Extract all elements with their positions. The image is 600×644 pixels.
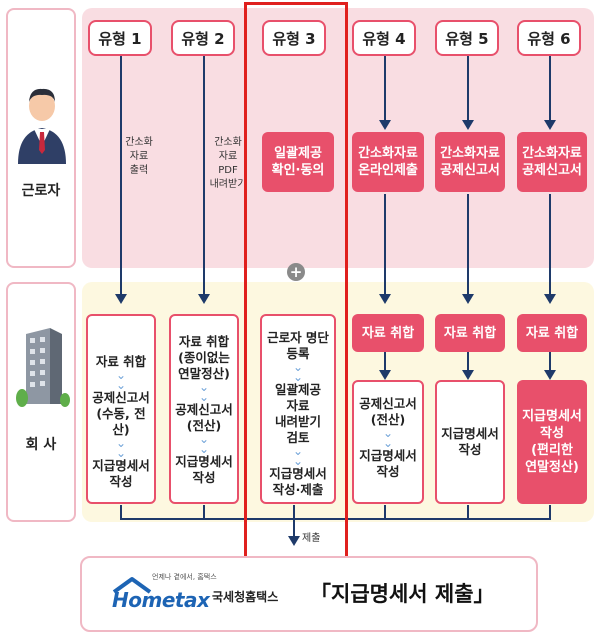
flow-line-5b <box>467 194 469 296</box>
type-pill-2: 유형 2 <box>171 20 235 56</box>
type-pill-6: 유형 6 <box>517 20 581 56</box>
type-pill-1: 유형 1 <box>88 20 152 56</box>
type-3-highlight-frame <box>244 2 348 568</box>
submit-line <box>293 505 295 537</box>
company-label: 회 사 <box>25 437 57 453</box>
step: 지급명세서 작성 <box>175 454 233 485</box>
chevron-down-icon: ⌄⌄ <box>115 436 127 460</box>
step: 자료 취합 (종이없는 연말정산) <box>178 334 230 381</box>
worker-card: 근로자 <box>6 8 76 268</box>
chevron-down-icon: ⌄⌄ <box>115 368 127 392</box>
company-card: 회 사 <box>6 282 76 522</box>
worker-box-type-5: 간소화자료 공제신고서 <box>435 132 505 192</box>
note-type-2: 간소화 자료 PDF 내려받기 <box>208 136 248 192</box>
worker-box-type-6: 간소화자료 공제신고서 <box>517 132 587 192</box>
step: 공제신고서 (전산) <box>359 396 417 427</box>
type-pill-3: 유형 3 <box>262 20 326 56</box>
chevron-down-icon: ⌄⌄ <box>382 426 394 450</box>
flow-line-6c <box>549 352 551 372</box>
worker-lane <box>82 8 594 268</box>
drop-4 <box>384 505 386 519</box>
drop-6 <box>549 505 551 519</box>
flow-line-6a <box>549 56 551 120</box>
company-collect-type-4: 자료 취합 <box>352 314 424 352</box>
building-icon <box>16 328 70 407</box>
step: 지급명세서 작성 <box>441 426 499 457</box>
step: 근로자 명단 등록 <box>267 330 329 361</box>
arrow-5b <box>462 294 474 304</box>
final-title: 「지급명세서 제출」 <box>310 582 495 606</box>
company-box-type-4: 공제신고서 (전산) ⌄⌄ 지급명세서 작성 <box>352 380 424 504</box>
worker-box-type-3: 일괄제공 확인·동의 <box>262 132 334 192</box>
drop-2 <box>203 505 205 519</box>
logo-tagline: 언제나 곁에서, 홈택스 <box>152 573 217 581</box>
step: 지급명세서 작성 <box>92 458 150 489</box>
arrow-4b <box>379 294 391 304</box>
logo-org: 국세청홈택스 <box>212 590 279 604</box>
flow-line-2 <box>203 56 205 296</box>
flow-line-4a <box>384 56 386 120</box>
step: 공제신고서 (수동, 전산) <box>92 390 150 437</box>
company-box-type-6: 지급명세서 작성 (편리한 연말정산) <box>517 380 587 504</box>
logo-brand: Hometax <box>112 588 210 612</box>
arrow-5c <box>462 370 474 380</box>
house-roof-icon <box>112 577 152 594</box>
arrow-6a <box>544 120 556 130</box>
company-box-type-2: 자료 취합 (종이없는 연말정산) ⌄⌄ 공제신고서 (전산) ⌄⌄ 지급명세서… <box>169 314 239 504</box>
worker-avatar-icon <box>18 88 66 164</box>
company-box-type-1: 자료 취합 ⌄⌄ 공제신고서 (수동, 전산) ⌄⌄ 지급명세서 작성 <box>86 314 156 504</box>
step: 지급명세서 작성·제출 <box>269 466 327 497</box>
flow-line-4c <box>384 352 386 372</box>
plus-icon: + <box>287 263 305 281</box>
type-pill-5: 유형 5 <box>435 20 499 56</box>
chevron-down-icon: ⌄⌄ <box>292 444 304 468</box>
collector-line <box>120 518 551 520</box>
submit-arrow <box>288 536 300 546</box>
drop-5 <box>467 505 469 519</box>
arrow-2 <box>198 294 210 304</box>
flow-line-5a <box>467 56 469 120</box>
step: 공제신고서 (전산) <box>175 402 233 433</box>
company-collect-type-6: 자료 취합 <box>517 314 587 352</box>
flow-line-5c <box>467 352 469 372</box>
note-type-1: 간소화 자료 출력 <box>124 136 154 178</box>
chevron-down-icon: ⌄⌄ <box>292 360 304 384</box>
chevron-down-icon: ⌄⌄ <box>198 380 210 404</box>
arrow-1 <box>115 294 127 304</box>
step: 자료 취합 <box>95 354 147 369</box>
step: 일괄제공 자료 내려받기 검토 <box>274 382 321 445</box>
type-pill-4: 유형 4 <box>352 20 416 56</box>
worker-label: 근로자 <box>21 183 61 199</box>
arrow-4c <box>379 370 391 380</box>
step: 지급명세서 작성 <box>359 448 417 479</box>
chevron-down-icon: ⌄⌄ <box>198 432 210 456</box>
flow-line-4b <box>384 194 386 296</box>
flow-line-1 <box>120 56 122 296</box>
hometax-logo: 언제나 곁에서, 홈택스 Hometax <box>112 572 217 616</box>
worker-box-type-4: 간소화자료 온라인제출 <box>352 132 424 192</box>
arrow-6b <box>544 294 556 304</box>
arrow-4a <box>379 120 391 130</box>
company-collect-type-5: 자료 취합 <box>435 314 505 352</box>
flow-line-6b <box>549 194 551 296</box>
drop-1 <box>120 505 122 519</box>
arrow-5a <box>462 120 474 130</box>
submit-label: 제출 <box>302 533 321 544</box>
arrow-6c <box>544 370 556 380</box>
submission-card: 언제나 곁에서, 홈택스 Hometax 국세청홈택스 「지급명세서 제출」 <box>80 556 538 632</box>
company-box-type-5: 지급명세서 작성 <box>435 380 505 504</box>
company-lane <box>82 282 594 522</box>
company-box-type-3: 근로자 명단 등록 ⌄⌄ 일괄제공 자료 내려받기 검토 ⌄⌄ 지급명세서 작성… <box>260 314 336 504</box>
